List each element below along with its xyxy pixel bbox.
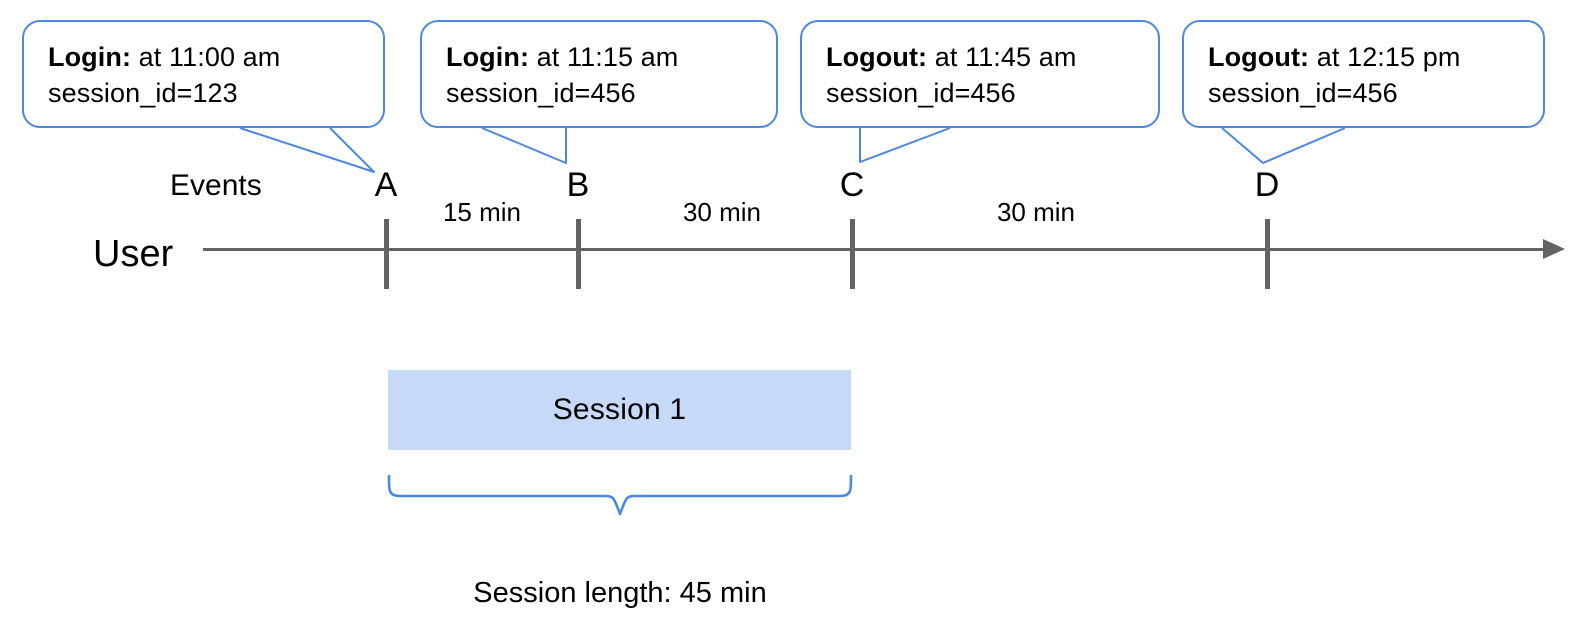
- brace-path: [387, 474, 853, 516]
- event-callout-b-session: session_id=456: [446, 78, 636, 108]
- event-letter-b: B: [566, 166, 590, 204]
- event-callout-c: Logout: at 11:45 am session_id=456: [800, 20, 1160, 128]
- duration-label-a-b: 15 min: [442, 197, 522, 227]
- tick-mark-b: [576, 219, 581, 289]
- event-callout-b-text: Login: at 11:15 am session_id=456: [446, 39, 764, 111]
- event-callout-a-text: Login: at 11:00 am session_id=123: [48, 39, 371, 111]
- callout-tail-a: [239, 127, 375, 173]
- event-callout-a-type: Login:: [48, 42, 132, 72]
- event-callout-c-session: session_id=456: [826, 78, 1016, 108]
- duration-label-b-c: 30 min: [682, 197, 762, 227]
- event-callout-d-type: Logout:: [1208, 42, 1310, 72]
- callout-tail-d: [1221, 127, 1346, 164]
- event-callout-c-text: Logout: at 11:45 am session_id=456: [826, 39, 1146, 111]
- event-callout-a-session: session_id=123: [48, 78, 238, 108]
- tick-mark-c: [850, 219, 855, 289]
- callout-tail-b: [481, 127, 567, 164]
- event-callout-a-time: at 11:00 am: [131, 42, 281, 72]
- tick-mark-a: [384, 219, 389, 289]
- event-callout-b-time: at 11:15 am: [529, 42, 679, 72]
- event-callout-d-time: at 12:15 pm: [1309, 42, 1461, 72]
- event-callout-d: Logout: at 12:15 pm session_id=456: [1182, 20, 1545, 128]
- event-callout-c-type: Logout:: [826, 42, 928, 72]
- callout-tail-c: [859, 127, 951, 163]
- event-letter-a: A: [374, 166, 398, 204]
- tick-mark-d: [1265, 219, 1270, 289]
- event-callout-d-session: session_id=456: [1208, 78, 1398, 108]
- event-letter-c: C: [839, 166, 865, 204]
- event-callout-a: Login: at 11:00 am session_id=123: [22, 20, 385, 128]
- event-callout-b-type: Login:: [446, 42, 530, 72]
- event-callout-c-time: at 11:45 am: [927, 42, 1077, 72]
- user-row-label: User: [93, 233, 174, 275]
- event-letter-d: D: [1254, 166, 1280, 204]
- session-bar: Session 1: [388, 370, 851, 450]
- duration-label-c-d: 30 min: [996, 197, 1076, 227]
- timeline-arrow-icon: [1543, 239, 1565, 259]
- session-span-brace: [387, 474, 853, 516]
- event-callout-b: Login: at 11:15 am session_id=456: [420, 20, 778, 128]
- timeline-axis-line: [203, 248, 1553, 251]
- session-length-caption: Session length: 45 min: [473, 577, 767, 609]
- events-row-label: Events: [170, 169, 262, 202]
- session-bar-label: Session 1: [552, 393, 687, 426]
- event-callout-d-text: Logout: at 12:15 pm session_id=456: [1208, 39, 1531, 111]
